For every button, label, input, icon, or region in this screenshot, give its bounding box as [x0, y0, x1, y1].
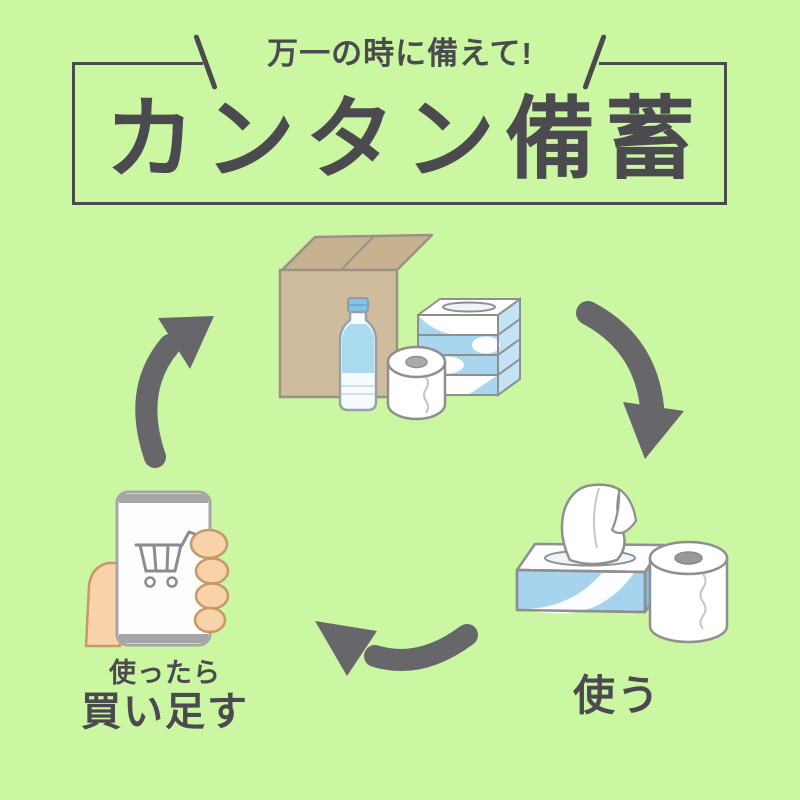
- shopping-cart-icon: [134, 530, 197, 588]
- water-bottle-icon: [338, 297, 378, 412]
- stockpile-box-illustration: [278, 233, 521, 421]
- step-restock-label-line1: 使ったら: [109, 658, 221, 688]
- cycle-arrow-restock-to-stock-icon: [135, 316, 214, 468]
- pulled-tissue-icon: [560, 483, 638, 566]
- hand-smartphone-cart-illustration: [84, 490, 230, 648]
- tagline: 万一の時に備えて!: [267, 36, 533, 71]
- page-title: カンタン備蓄: [105, 90, 705, 190]
- tissue-box-stack-icon: [417, 297, 521, 397]
- title-frame-gap: [203, 59, 599, 68]
- cycle-arrow-stock-to-use-icon: [576, 301, 684, 459]
- smartphone-icon: [115, 490, 230, 647]
- step-restock-label: 使ったら 買い足す: [50, 658, 280, 734]
- step-restock-label-line2: 買い足す: [81, 690, 249, 734]
- tissue-box-icon: [515, 483, 665, 614]
- cardboard-box-icon: [278, 233, 434, 399]
- step-use-label: 使う: [572, 672, 661, 719]
- tissue-and-toilet-paper-illustration: [515, 483, 729, 644]
- toilet-paper-roll-icon: [648, 540, 729, 644]
- cycle-arrow-use-to-restock-icon: [315, 621, 478, 676]
- hand-icon: [84, 561, 122, 648]
- paper-roll-icon: [386, 345, 447, 421]
- gripping-fingers-icon: [189, 528, 230, 634]
